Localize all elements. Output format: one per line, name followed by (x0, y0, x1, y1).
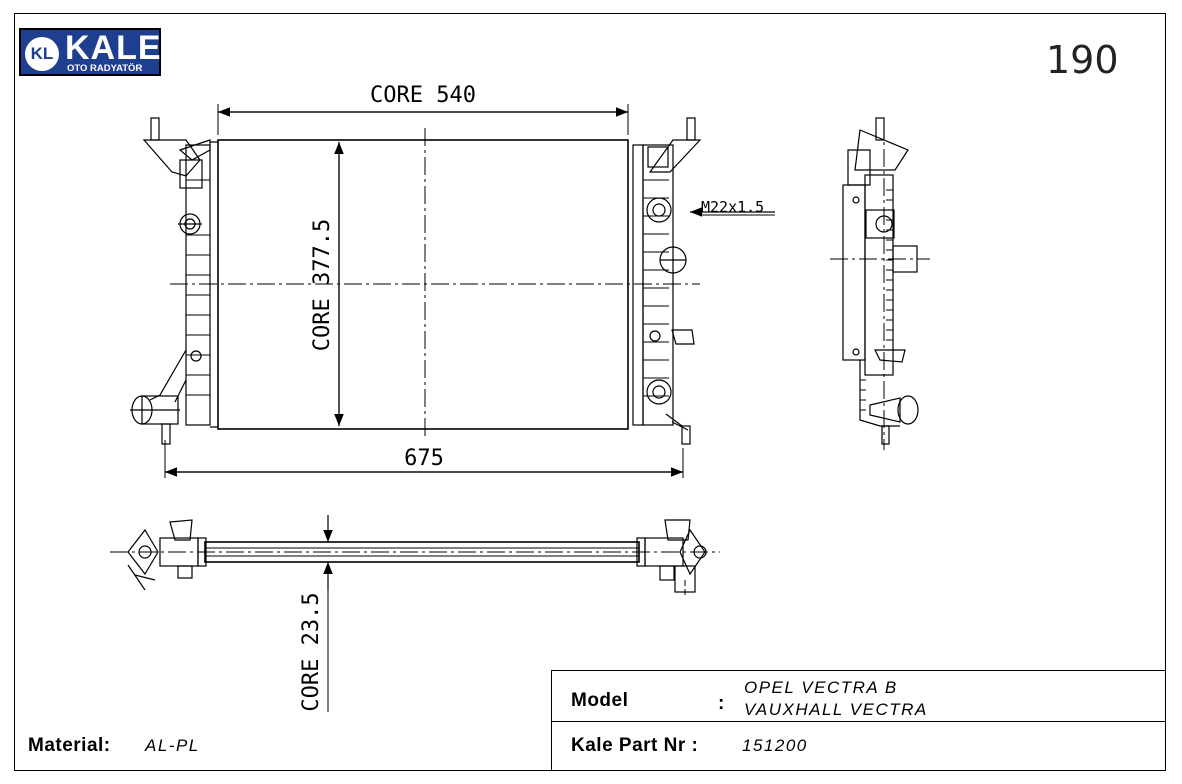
logo-name: KALE (65, 29, 162, 67)
thread-label: M22x1.5 (701, 198, 764, 216)
material-label: Material: (28, 735, 111, 756)
logo-subtitle: OTO RADYATÖR (67, 63, 143, 74)
top-view (110, 519, 720, 598)
logo-mark: KL (25, 37, 59, 71)
part-number-value: 151200 (742, 736, 808, 755)
model-line-2: VAUXHALL VECTRA (744, 700, 928, 719)
front-view (130, 117, 702, 445)
model-label: Model (571, 690, 629, 711)
info-divider (552, 721, 1166, 722)
sheet-border (14, 13, 1166, 771)
model-colon: : (718, 693, 725, 714)
overall-width-label: 675 (404, 446, 444, 471)
material-value: AL-PL (145, 736, 200, 755)
core-depth-label: CORE 23.5 (299, 592, 324, 711)
page-number: 190 (1046, 38, 1119, 82)
part-number-label: Kale Part Nr : (571, 735, 699, 756)
core-width-label: CORE 540 (370, 83, 476, 108)
model-line-1: OPEL VECTRA B (744, 678, 898, 697)
kale-logo: KL KALE OTO RADYATÖR (19, 28, 161, 76)
core-height-label: CORE 377.5 (310, 219, 335, 351)
info-table (551, 670, 1166, 771)
side-view (830, 117, 930, 450)
